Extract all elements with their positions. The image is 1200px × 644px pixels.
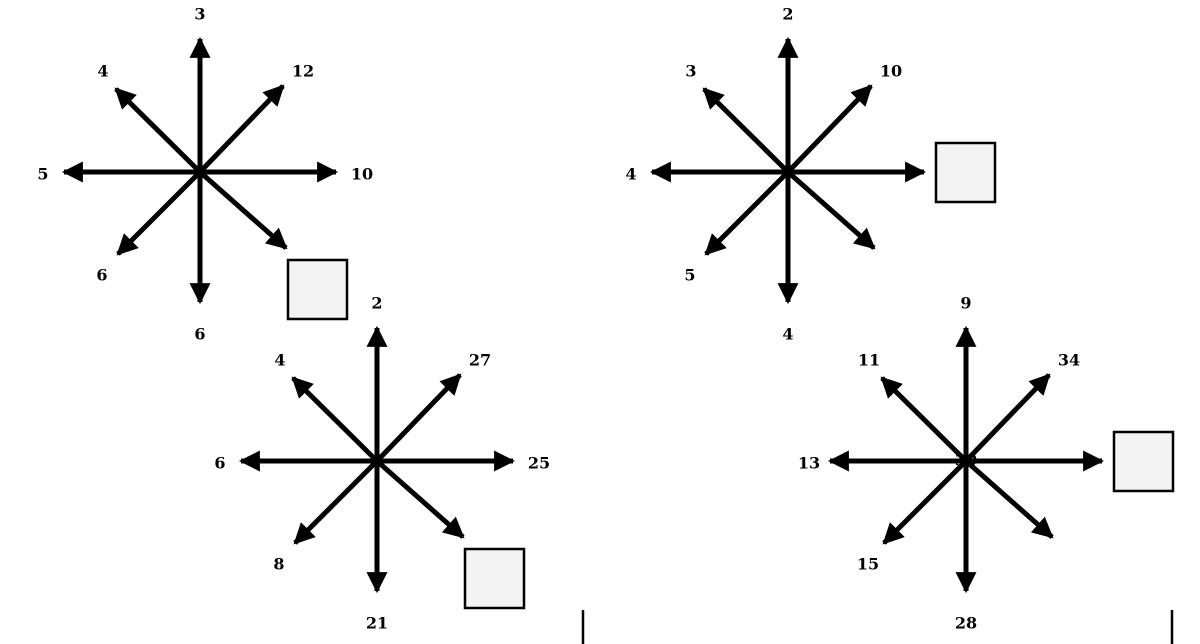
arrow-ne	[964, 373, 1051, 463]
number-label-s: 28	[955, 614, 977, 633]
number-label-w: 5	[37, 165, 48, 184]
number-label-sw: 6	[96, 266, 107, 285]
number-label-ne: 27	[469, 351, 491, 370]
number-label-w: 6	[214, 454, 225, 473]
arrow-ne	[375, 373, 462, 463]
number-label-n: 3	[194, 5, 205, 24]
arrow-sw	[116, 170, 202, 256]
arrow-nw	[114, 87, 202, 174]
number-label-n: 2	[782, 5, 793, 24]
arrow-se	[375, 459, 465, 539]
answer-box[interactable]	[934, 141, 997, 204]
puzzle-4: 9343028151311	[798, 294, 1175, 633]
number-label-w: 13	[798, 454, 820, 473]
number-label-nw: 4	[274, 351, 285, 370]
arrow-sw	[882, 459, 968, 545]
answer-box[interactable]	[286, 258, 349, 321]
arrow-ne	[786, 84, 873, 174]
number-label-e: 25	[528, 454, 550, 473]
puzzle-3: 2 27 25 21 8 6 4	[214, 294, 550, 633]
number-label-n: 9	[960, 294, 971, 313]
number-label-s: 4	[782, 325, 793, 344]
arrow-se	[198, 170, 288, 250]
arrow-sw	[704, 170, 790, 256]
number-label-sw: 8	[273, 555, 284, 574]
arrow-se	[964, 459, 1054, 539]
number-label-s: 21	[366, 614, 388, 633]
arrow-ne	[198, 84, 285, 174]
arrow-se	[786, 170, 876, 250]
number-label-ne: 12	[292, 62, 314, 81]
number-label-sw: 15	[857, 555, 879, 574]
number-label-n: 2	[371, 294, 382, 313]
number-label-ne: 10	[880, 62, 902, 81]
answer-box[interactable]	[463, 547, 526, 610]
puzzle-1: 3 12 10 6 6 5 4	[37, 5, 373, 344]
number-label-sw: 5	[684, 266, 695, 285]
number-label-e: 10	[351, 165, 373, 184]
arrow-sw	[293, 459, 379, 545]
number-label-nw: 3	[685, 62, 696, 81]
number-label-ne: 34	[1058, 351, 1080, 370]
number-label-nw: 11	[858, 351, 880, 370]
number-label-s: 6	[194, 325, 205, 344]
puzzle-2: 21064543	[625, 5, 997, 344]
arrow-nw	[702, 87, 790, 174]
answer-box[interactable]	[1112, 430, 1175, 493]
number-label-w: 4	[625, 165, 636, 184]
arrow-nw	[880, 376, 968, 463]
arrow-nw	[291, 376, 379, 463]
number-label-nw: 4	[97, 62, 108, 81]
